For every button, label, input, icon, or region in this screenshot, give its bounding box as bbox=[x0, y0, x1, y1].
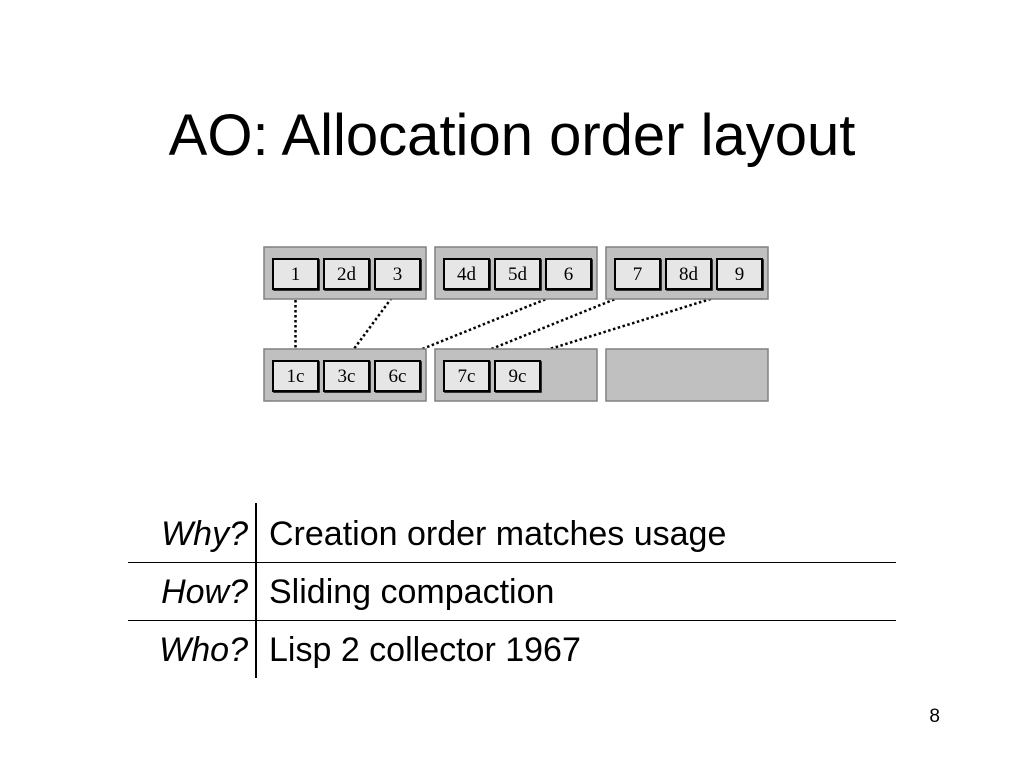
object-label: 1 bbox=[291, 264, 301, 285]
to-space-block: 7c 9c bbox=[434, 348, 598, 402]
forwarding-arrow bbox=[465, 288, 638, 361]
qa-row-why: Why? Creation order matches usage bbox=[128, 505, 896, 563]
object-cell-rect bbox=[374, 258, 421, 290]
qa-row-who: Who? Lisp 2 collector 1967 bbox=[128, 621, 896, 678]
object-cell-rect bbox=[443, 360, 490, 392]
object-label: 2d bbox=[337, 264, 357, 285]
object-cell-rect bbox=[494, 360, 541, 392]
from-space-block: 7 8d 9 bbox=[605, 246, 769, 300]
heap-block-rect bbox=[605, 348, 769, 402]
qa-answer: Sliding compaction bbox=[269, 573, 555, 611]
to-space-block bbox=[605, 348, 769, 402]
object-label: 1c bbox=[287, 366, 305, 387]
object-cell-rect bbox=[374, 360, 421, 392]
blocks-layer: 1 2d 3 4d 5d 6 7 8d 9 1c 3c 6c 7c 9c bbox=[263, 246, 769, 402]
object-cell: 3c bbox=[323, 360, 371, 393]
qa-answer: Lisp 2 collector 1967 bbox=[269, 631, 581, 669]
object-cell: 8d bbox=[665, 258, 713, 291]
object-cell-rect bbox=[614, 258, 661, 290]
from-space-block: 4d 5d 6 bbox=[434, 246, 598, 300]
object-cell: 5d bbox=[494, 258, 542, 291]
object-cell-rect bbox=[272, 360, 319, 392]
qa-divider bbox=[255, 503, 257, 678]
object-cell-rect bbox=[272, 258, 319, 290]
object-cell-rect bbox=[323, 258, 370, 290]
object-label: 6c bbox=[389, 366, 407, 387]
object-label: 3c bbox=[338, 366, 356, 387]
from-space-block: 1 2d 3 bbox=[263, 246, 427, 300]
forwarding-arrow bbox=[345, 289, 399, 360]
object-cell: 7 bbox=[614, 258, 662, 291]
object-cell: 9 bbox=[716, 258, 764, 291]
object-cell: 4d bbox=[443, 258, 491, 291]
heap-compaction-diagram: 1 2d 3 4d 5d 6 7 8d 9 1c 3c 6c 7c 9c bbox=[263, 246, 769, 402]
object-label: 8d bbox=[679, 264, 699, 285]
qa-question: Who? bbox=[159, 631, 248, 669]
object-cell-rect bbox=[716, 258, 763, 290]
qa-question: Why? bbox=[161, 515, 248, 553]
object-cell-rect bbox=[323, 360, 370, 392]
object-cell: 9c bbox=[494, 360, 542, 393]
object-label: 6 bbox=[564, 264, 574, 285]
arrows-layer bbox=[290, 288, 740, 362]
qa-row-how: How? Sliding compaction bbox=[128, 563, 896, 621]
page-number: 8 bbox=[929, 706, 940, 727]
object-cell-rect bbox=[443, 258, 490, 290]
object-cell: 1c bbox=[272, 360, 320, 393]
object-cell: 6 bbox=[545, 258, 593, 291]
object-cell: 3 bbox=[374, 258, 422, 291]
object-cell: 7c bbox=[443, 360, 491, 393]
to-space-block: 1c 3c 6c bbox=[263, 348, 427, 402]
object-cell: 6c bbox=[374, 360, 422, 393]
object-cell: 1 bbox=[272, 258, 320, 291]
object-label: 9 bbox=[735, 264, 745, 285]
qa-question: How? bbox=[161, 573, 248, 611]
object-cell-rect bbox=[494, 258, 541, 290]
qa-answer: Creation order matches usage bbox=[269, 515, 727, 553]
object-label: 9c bbox=[509, 366, 527, 387]
object-label: 4d bbox=[457, 264, 477, 285]
qa-table: Why? Creation order matches usage How? S… bbox=[128, 505, 896, 678]
object-label: 7c bbox=[458, 366, 476, 387]
object-label: 5d bbox=[508, 264, 528, 285]
object-label: 3 bbox=[393, 264, 403, 285]
object-cell-rect bbox=[665, 258, 712, 290]
forwarding-arrow bbox=[396, 288, 569, 361]
object-label: 7 bbox=[633, 264, 643, 285]
object-cell: 2d bbox=[323, 258, 371, 291]
object-cell-rect bbox=[545, 258, 592, 290]
slide-title: AO: Allocation order layout bbox=[168, 103, 856, 168]
forwarding-arrow bbox=[516, 288, 740, 362]
